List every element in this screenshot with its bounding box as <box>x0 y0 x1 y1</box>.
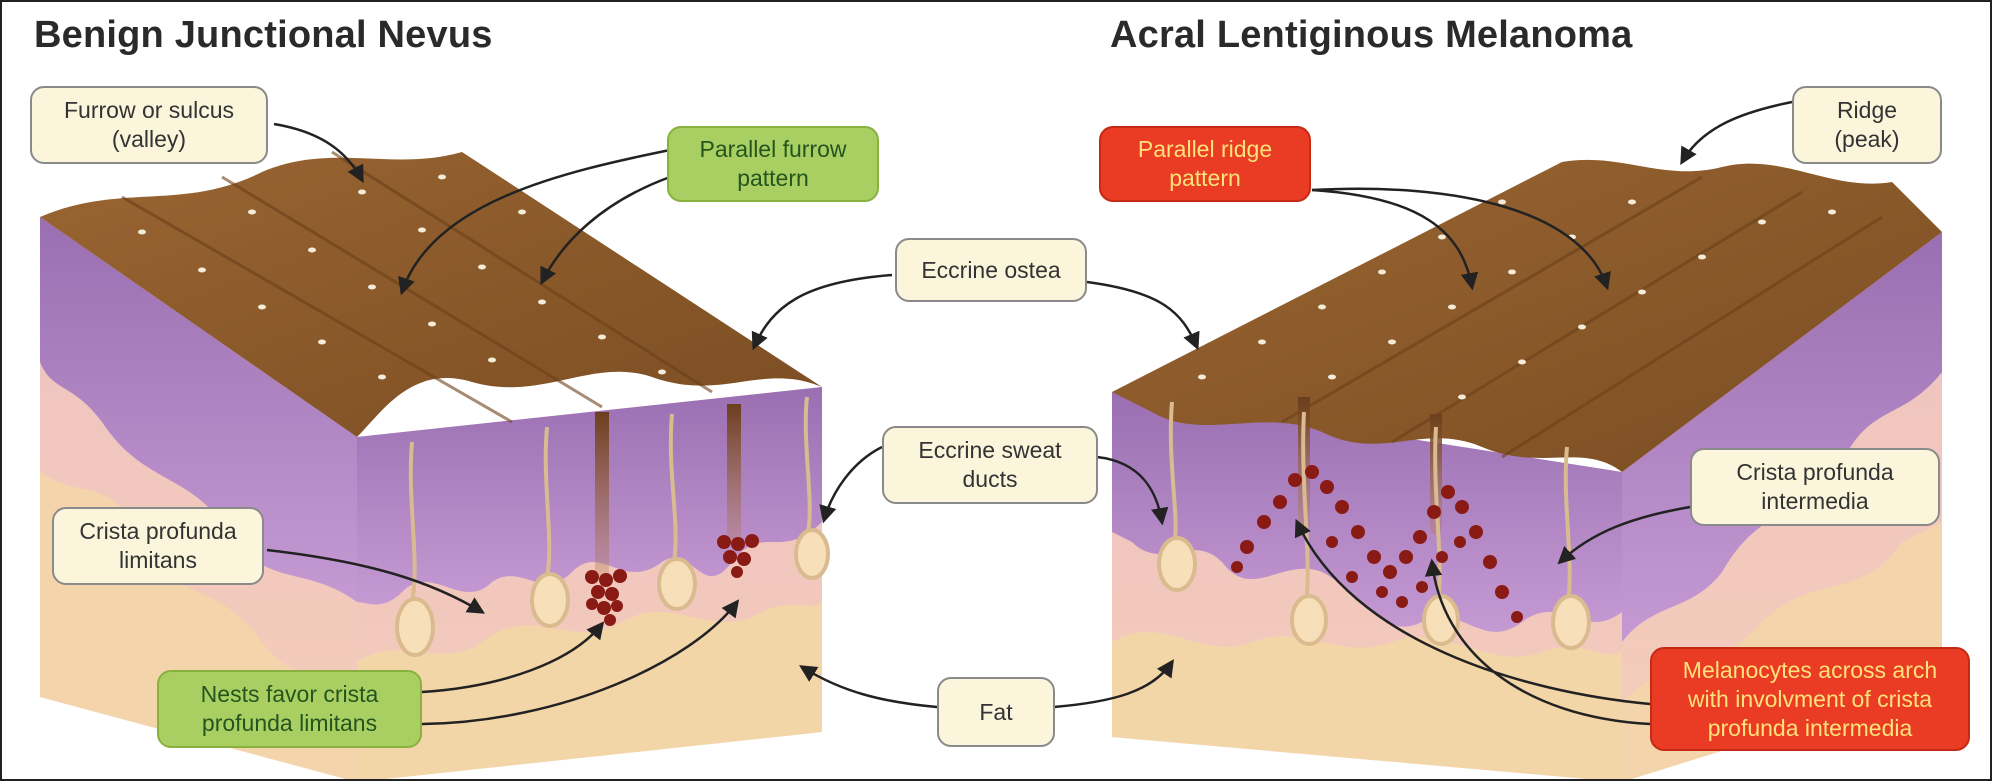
label-nests-favor: Nests favor crista profunda limitans <box>157 670 422 748</box>
label-fat: Fat <box>937 677 1055 747</box>
title-acral-melanoma: Acral Lentiginous Melanoma <box>1110 14 1633 57</box>
label-crista-intermedia: Crista profunda intermedia <box>1690 448 1940 526</box>
label-crista-limitans: Crista profunda limitans <box>52 507 264 585</box>
right-front-fat <box>1112 632 1622 781</box>
left-duct-column-1 <box>595 412 609 577</box>
label-eccrine-ostea: Eccrine ostea <box>895 238 1087 302</box>
label-ridge: Ridge (peak) <box>1792 86 1942 164</box>
label-furrow: Furrow or sulcus (valley) <box>30 86 268 164</box>
label-melanocytes-across-arch: Melanocytes across arch with involvment … <box>1650 647 1970 751</box>
left-duct-column-2 <box>727 404 741 544</box>
label-parallel-ridge: Parallel ridge pattern <box>1099 126 1311 202</box>
label-eccrine-sweat-ducts: Eccrine sweat ducts <box>882 426 1098 504</box>
title-benign-nevus: Benign Junctional Nevus <box>34 14 493 57</box>
label-parallel-furrow: Parallel furrow pattern <box>667 126 879 202</box>
